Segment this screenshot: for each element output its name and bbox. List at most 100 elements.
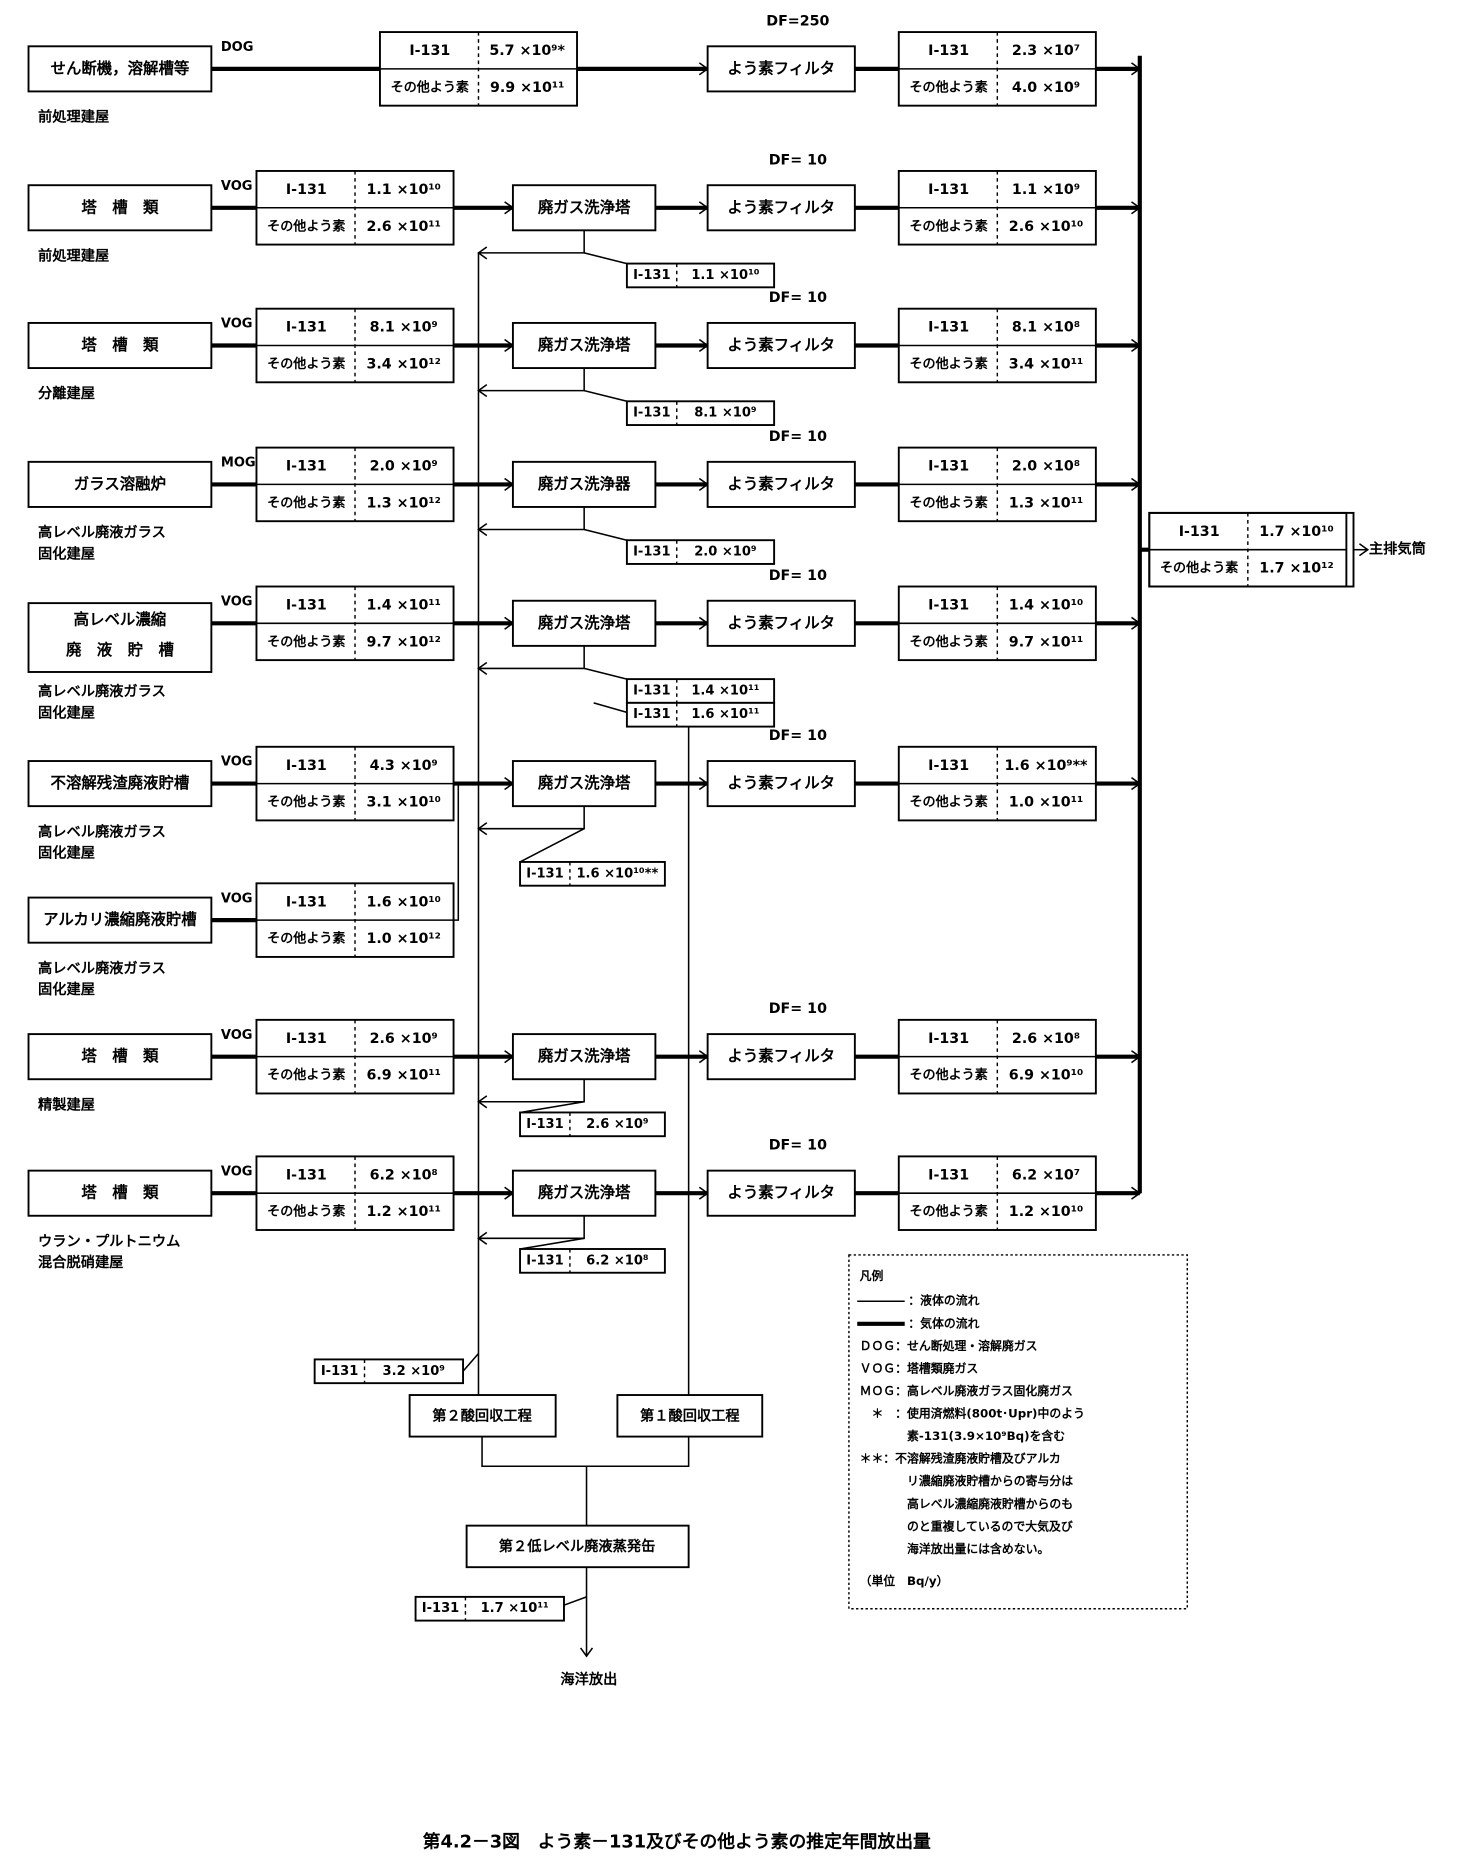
other-iodine-label: その他よう素 [391,79,469,95]
arrow-right-icon [1131,477,1142,491]
source-label: 廃 液 貯 槽 [66,640,175,659]
i131-value: 1.6 ×10⁹** [1004,758,1088,774]
gas-type-label: VOG [221,594,253,609]
building-label: 前処理建屋 [38,246,109,264]
i131-label: I-131 [928,459,969,475]
legend-item: ＭＯＧ：高レベル廃液ガラス固化廃ガス [860,1384,1073,1398]
liquid-flow-line [478,1079,585,1103]
decontamination-factor-label: DF= 10 [769,728,827,744]
scrubber-label: 廃ガス洗浄塔 [538,1046,631,1065]
i131-value: 1.1 ×10¹⁰ [691,268,759,283]
i131-value: 2.0 ×10⁸ [1012,459,1080,475]
iodine-filter-box [706,321,856,370]
i131-label: I-131 [633,683,671,698]
liquid-leader-line [583,252,628,265]
iodine-filter-label: よう素フィルタ [727,1183,835,1202]
i131-label: I-131 [409,43,450,59]
gas-type-label: VOG [221,179,253,194]
iodine-filter-box [706,760,856,808]
source-label: ガラス溶融炉 [74,474,166,493]
source-box [27,896,213,944]
arrow-left-icon [477,522,488,537]
iodine-filter-label: よう素フィルタ [727,197,835,216]
other-iodine-value: 9.9 ×10¹¹ [490,80,564,96]
i131-value: 8.1 ×10⁹ [694,406,757,421]
liquid-release-box [519,861,666,887]
legend-item: ＊＊：不溶解残渣廃液貯槽及びアルカ [860,1452,1061,1466]
legend-box [848,1254,1188,1610]
liquid-leader-line [519,1101,585,1114]
source-label: アルカリ濃縮廃液貯槽 [43,910,197,929]
iodine-filter-label: よう素フィルタ [727,1046,835,1065]
arrow-left-icon [477,1231,488,1245]
i131-value: 8.1 ×10⁹ [370,320,438,336]
i131-label: I-131 [526,1253,564,1268]
other-iodine-label: その他よう素 [267,1067,345,1083]
source-label: 塔 槽 類 [81,1183,159,1202]
legend-title: 凡例 [860,1269,884,1283]
liquid-flow-line [478,645,585,670]
iodine-filter-box [706,45,856,93]
i131-label: I-131 [633,707,671,722]
gas-type-label: VOG [221,755,253,770]
source-label: せん断機，溶解槽等 [51,58,190,77]
source-label: 塔 槽 類 [81,335,159,354]
arrow-left-icon [477,661,488,675]
scrubber-label: 廃ガス洗浄塔 [538,773,631,792]
gas-type-label: VOG [221,1164,253,1179]
i131-value: 2.6 ×10⁹ [586,1117,649,1132]
other-iodine-label: その他よう素 [267,634,345,650]
source-box [27,45,213,93]
arrow-right-icon [1358,543,1370,557]
i131-value: 2.3 ×10⁷ [1012,43,1080,59]
liquid-leader-line [583,389,628,403]
i131-label: I-131 [286,459,327,475]
other-iodine-label: その他よう素 [267,495,345,511]
i131-value: 1.6 ×10¹¹ [691,707,759,722]
other-iodine-value: 1.2 ×10¹¹ [366,1204,440,1220]
other-iodine-value: 2.6 ×10¹¹ [366,219,440,235]
i131-label: I-131 [286,758,327,774]
scrubber-box [511,760,657,808]
arrow-right-icon [1131,201,1142,215]
first-acid-recovery-box [616,1394,764,1438]
other-iodine-label: その他よう素 [267,1204,345,1220]
i131-value: 2.6 ×10⁸ [1012,1031,1080,1047]
decontamination-factor-label: DF= 10 [769,568,827,584]
legend-item: ：気体の流れ [908,1316,979,1330]
building-label: 固化建屋 [38,844,95,862]
scrubber-box [511,321,657,370]
liquid-release-box [519,1111,666,1138]
other-iodine-value: 9.7 ×10¹¹ [1009,634,1083,650]
legend-item: （単位 Bq/y） [860,1574,949,1588]
other-iodine-label: その他よう素 [909,634,987,650]
building-label: 精製建屋 [38,1095,95,1113]
source-label: 高レベル濃縮 [74,609,167,628]
arrow-down-icon [579,1647,594,1658]
i131-value: 6.2 ×10⁷ [1012,1167,1080,1183]
legend-item: 素-131(3.9×10⁹Bq)を含む [860,1429,1066,1443]
i131-value: 1.7 ×10¹⁰ [1259,524,1333,540]
building-label: 固化建屋 [38,704,95,722]
other-iodine-value: 1.7 ×10¹² [1259,561,1333,577]
legend-item: ＊ ：使用済燃料(800t･Upr)中のよう [860,1407,1085,1421]
scrubber-box [511,184,657,232]
liquid-leader-line [519,1237,585,1250]
i131-value: 1.1 ×10⁹ [1012,182,1080,198]
i131-value: 6.2 ×10⁸ [370,1167,438,1183]
liquid-flow-line [478,806,585,830]
evaporator-label: 第２低レベル廃液蒸発缶 [499,1537,656,1555]
other-iodine-value: 3.4 ×10¹¹ [1009,356,1083,372]
i131-value: 4.3 ×10⁹ [370,758,438,774]
other-iodine-value: 1.0 ×10¹² [366,931,440,947]
i131-label: I-131 [928,320,969,336]
building-label: 固化建屋 [38,980,95,998]
i131-value: 1.4 ×10¹¹ [691,683,759,698]
building-label: 混合脱硝建屋 [38,1253,123,1271]
i131-label: I-131 [526,1117,564,1132]
arrow-right-icon [1131,616,1142,630]
legend-item: ＤＯＧ：せん断処理・溶解廃ガス [860,1339,1038,1353]
legend-item: のと重複しているので大気及び [860,1519,1073,1533]
ocean-release-label: 海洋放出 [560,1670,617,1688]
liquid-flow-line [478,230,585,254]
